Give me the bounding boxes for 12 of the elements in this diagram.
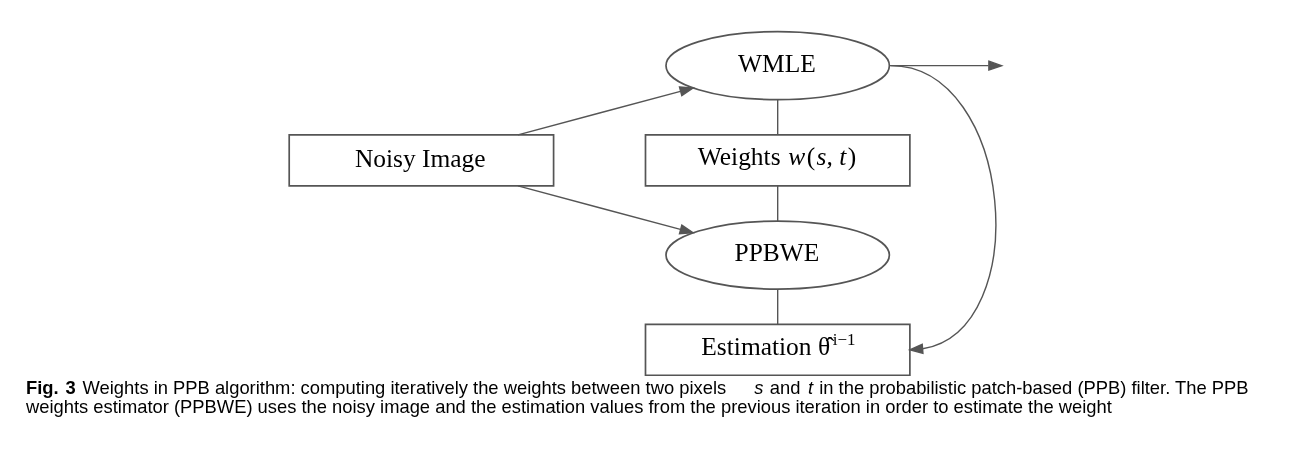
arrow <box>517 185 695 235</box>
arrow <box>889 60 1004 72</box>
arrow <box>890 64 997 355</box>
connector <box>776 185 779 222</box>
connector <box>776 99 779 136</box>
node-box: Weights w(s, t) <box>644 134 911 187</box>
node-ellipse: PPBWE <box>665 220 891 290</box>
node-box: Estimation θ̂$^{i−1}$ <box>644 323 911 377</box>
connector <box>776 288 779 325</box>
node-ellipse: WMLE <box>665 30 891 101</box>
node-box: Noisy Image <box>288 134 555 187</box>
arrow <box>517 86 695 136</box>
